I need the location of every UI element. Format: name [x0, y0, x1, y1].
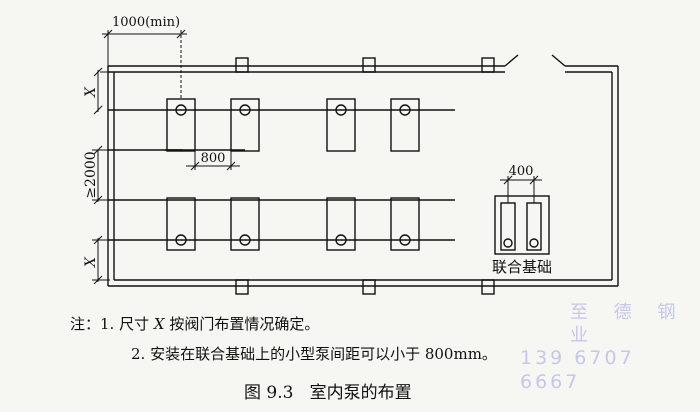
dim-combined-spacing [500, 175, 542, 203]
pump [230, 98, 260, 152]
watermark-phone: 139 6707 6667 [520, 347, 635, 393]
dim-wall-clearance [102, 29, 187, 99]
pump [326, 98, 356, 152]
label-pump-spacing: 800 [201, 151, 226, 166]
figure-number: 图 9.3 [244, 383, 294, 403]
dim-pump-spacing [186, 151, 240, 171]
label-combined-foundation: 联合基础 [492, 258, 552, 276]
watermark-company: 至 德 钢 业 [570, 302, 686, 346]
figure-title: 室内泵的布置 [309, 383, 412, 403]
note-1-suffix: 按阀门布置情况确定。 [164, 315, 320, 333]
pump [166, 197, 196, 251]
pump-row-bottom [166, 197, 420, 251]
pump [390, 98, 420, 152]
label-wall-clearance: 1000(min) [112, 15, 180, 30]
wall-columns [235, 57, 495, 295]
dim-valve-space-top [93, 67, 110, 115]
label-valve-space-top: X [83, 86, 99, 98]
label-row-spacing: ≥2000 [83, 151, 99, 198]
dim-valve-space-bottom [92, 235, 110, 285]
pump [326, 197, 356, 251]
room-walls [107, 54, 619, 287]
pump [230, 197, 260, 251]
note-2: 2. 安装在联合基础上的小型泵间距可以小于 800mm。 [131, 345, 497, 363]
pump-row-top [166, 98, 420, 152]
watermark: 至 德 钢 业 139 6707 6667 [480, 302, 690, 395]
dim-row-spacing [92, 145, 110, 205]
combined-foundation [494, 195, 550, 255]
label-combined-spacing: 400 [509, 164, 534, 179]
pump [390, 197, 420, 251]
pump [166, 98, 196, 152]
note-1-variable: X [153, 315, 165, 333]
figure-caption: 图 9.3 室内泵的布置 [244, 378, 412, 403]
label-valve-space-bottom: X [83, 256, 99, 268]
note-1: 注：1. 尺寸 X 按阀门布置情况确定。 [70, 313, 319, 334]
pipe-lines [108, 109, 455, 241]
note-1-prefix: 注：1. 尺寸 [70, 315, 154, 333]
